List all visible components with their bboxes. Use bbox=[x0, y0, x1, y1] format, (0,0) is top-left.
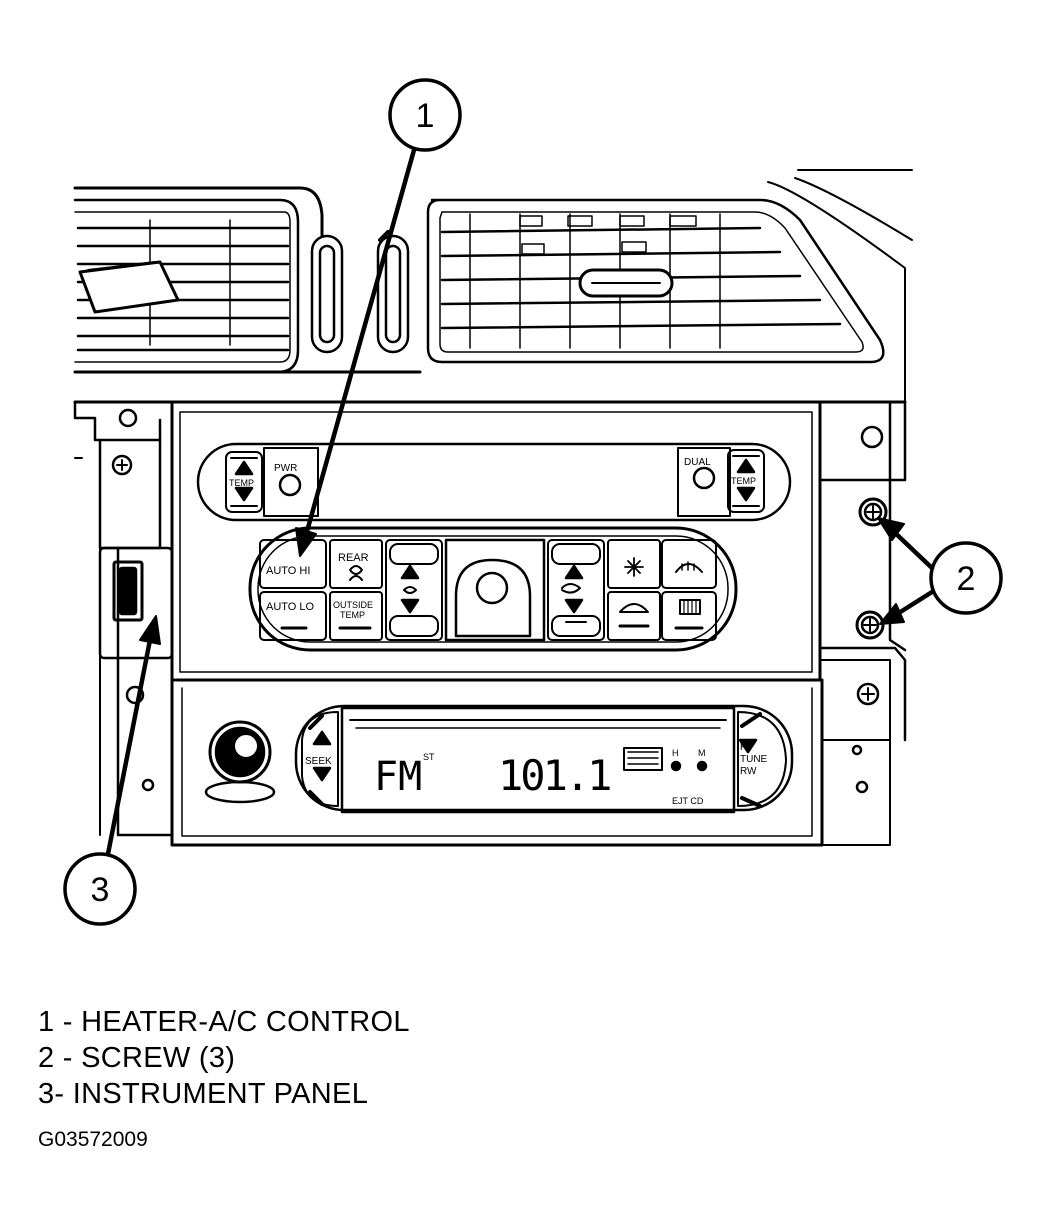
pwr-label: PWR bbox=[274, 463, 297, 474]
callout-1-arrowhead bbox=[295, 527, 317, 557]
m-label: M bbox=[698, 748, 706, 758]
callout-2-circle bbox=[929, 541, 1003, 615]
right-air-vent bbox=[426, 198, 885, 364]
seek-label: SEEK bbox=[305, 756, 332, 767]
callout-2-arrowhead-upper bbox=[877, 517, 905, 541]
callout-2-number: 2 bbox=[957, 560, 976, 598]
panel-screws bbox=[855, 497, 888, 640]
temp-right-label: TEMP bbox=[731, 476, 756, 486]
auto-hi-label: AUTO HI bbox=[266, 565, 310, 577]
stereo-indicator: ST bbox=[423, 752, 435, 762]
dual-label: DUAL bbox=[684, 457, 711, 468]
callout-2-arrowhead-lower bbox=[879, 603, 905, 625]
callout-1-circle bbox=[388, 78, 462, 152]
band-display: FM bbox=[374, 754, 422, 800]
callout-2: 2 bbox=[877, 517, 1003, 625]
ejt-cd-label: EJT CD bbox=[672, 796, 704, 806]
instrument-panel-bezel bbox=[73, 400, 907, 847]
legend-item-screw: 2 - SCREW (3) bbox=[38, 1042, 236, 1074]
callout-3-leader bbox=[105, 637, 153, 857]
instrument-panel-upper-dash bbox=[73, 169, 913, 404]
outside-temp-label-line2: TEMP bbox=[340, 610, 365, 620]
callout-3-number: 3 bbox=[91, 871, 110, 909]
callout-1-number: 1 bbox=[416, 97, 435, 135]
callout-2-leader-upper bbox=[889, 527, 935, 571]
callout-3-arrowhead bbox=[139, 615, 161, 645]
tune-label: TUNE bbox=[740, 754, 768, 765]
h-label: H bbox=[672, 748, 679, 758]
auto-lo-label: AUTO LO bbox=[266, 601, 315, 613]
center-slot-vents bbox=[310, 230, 410, 354]
outside-temp-label-line1: OUTSIDE bbox=[333, 600, 373, 610]
callout-1-leader bbox=[303, 147, 417, 538]
radio-unit: SEEK FM ST 101.1 H M EJT CD FF TUNE RW bbox=[204, 704, 794, 814]
legend-item-heater-ac-control: 1 - HEATER-A/C CONTROL bbox=[38, 1006, 410, 1038]
volume-knob bbox=[204, 720, 276, 804]
rear-label: REAR bbox=[338, 552, 369, 564]
temp-left-rocker bbox=[225, 451, 263, 513]
callout-3-circle bbox=[63, 852, 137, 926]
callout-3: 3 bbox=[63, 615, 161, 926]
dual-indicator bbox=[692, 466, 716, 490]
frequency-display: 101.1 bbox=[498, 751, 610, 800]
temp-left-label: TEMP bbox=[229, 478, 254, 488]
temp-right-rocker bbox=[727, 449, 765, 513]
legend: 1 - HEATER-A/C CONTROL 2 - SCREW (3) 3- … bbox=[38, 1004, 410, 1112]
legend-item-instrument-panel: 3- INSTRUMENT PANEL bbox=[38, 1078, 369, 1110]
callout-1: 1 bbox=[295, 78, 462, 557]
rw-label: RW bbox=[740, 766, 757, 777]
pwr-indicator bbox=[278, 473, 302, 497]
heater-ac-control: PWR DUAL TEMP TEMP AUTO HI AUTO LO REAR … bbox=[196, 442, 792, 652]
left-air-vent bbox=[73, 198, 300, 374]
figure-id: G03572009 bbox=[38, 1128, 148, 1151]
ff-label: FF bbox=[740, 742, 752, 753]
